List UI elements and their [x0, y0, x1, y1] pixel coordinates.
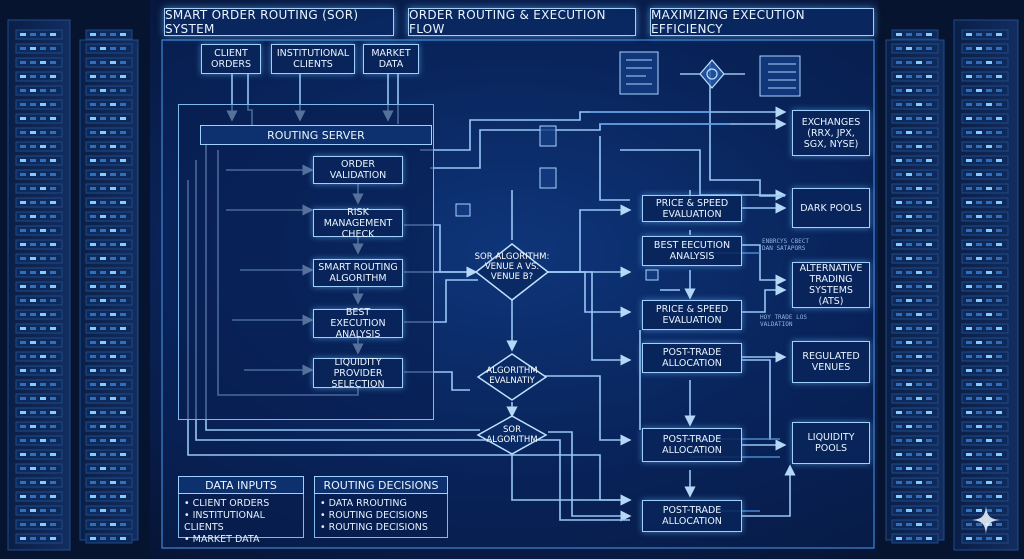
- header-efficiency: Maximizing Execution Efficiency: [650, 8, 874, 36]
- routing-decisions-list: Data Rrouting Routing Decisions Routing …: [320, 498, 448, 534]
- data-inputs-title: Data Inputs: [178, 476, 304, 494]
- step-smart-routing: Smart Routing Algorithm: [313, 259, 403, 287]
- routing-decisions-item: Routing Decisions: [320, 510, 448, 522]
- step-liquidity-provider: Liquidity Provider Selection: [313, 357, 403, 390]
- decision-sor-label: SOR Algorithm: Venue A vs. Venue B?: [474, 252, 550, 282]
- eval-post-trade-1: Post-Trade Allocation: [642, 343, 742, 373]
- input-institutional-clients: Institutional Clients: [271, 44, 355, 74]
- network-hub-icon: [680, 59, 745, 89]
- header-sor-system: Smart Order Routing (SOR) System: [164, 8, 394, 36]
- routing-decisions-title: Routing Decisions: [314, 476, 448, 494]
- decision-sor-2-label: SOR Algorithm: [486, 425, 538, 445]
- routing-server-title: Routing Server: [200, 125, 432, 145]
- venue-dark-pools: Dark Pools: [792, 188, 870, 228]
- data-inputs-item: Client Orders: [184, 498, 304, 510]
- step-risk-management: Risk Management Check: [313, 207, 403, 240]
- server-rack-left: [0, 0, 150, 559]
- eval-price-speed-2: Price & Speed Evaluation: [642, 300, 742, 330]
- venue-exchanges: Exchanges (RRX, JPX, SGX, NYSE): [792, 110, 870, 156]
- input-client-orders: Client Orders: [201, 44, 261, 74]
- data-inputs-list: Client Orders Institutional Clients Mark…: [184, 498, 304, 546]
- eval-post-trade-3: Post-Trade Allocation: [642, 500, 742, 532]
- eval-best-execution: Best Eecution Analysis: [642, 236, 742, 266]
- routing-decisions-item: Routing Decisions: [320, 522, 448, 534]
- input-market-data: Market Data: [363, 44, 419, 74]
- server-rack-right: [878, 0, 1024, 559]
- data-inputs-item: Institutional Clients: [184, 510, 304, 534]
- decision-diamond-algorithm: [476, 353, 548, 401]
- step-order-validation: Order Validation: [313, 156, 403, 184]
- step-best-execution: Best Execution Analysis: [313, 307, 403, 340]
- decision-diamond-sor: [474, 243, 550, 301]
- sparkle-logo-icon: [972, 506, 1000, 534]
- venue-liquidity-pools: Liquidity Pools: [792, 422, 870, 464]
- eval-price-speed-1: Price & Speed Evaluation: [642, 195, 742, 222]
- decision-algorithm-label: Algorithm Evalnatiy: [486, 366, 538, 386]
- document-icons: [455, 51, 801, 281]
- venue-ats: Alternative Trading Systems (ATS): [792, 262, 870, 308]
- header-routing-flow: Order Routing & Execution Flow: [408, 8, 636, 36]
- data-inputs-item: Market Data: [184, 534, 304, 546]
- routing-decisions-item: Data Rrouting: [320, 498, 448, 510]
- decision-diamond-sor-2: [476, 415, 548, 455]
- annotation-note-1: Enbrcys Cbect Dan Satapors: [762, 238, 809, 252]
- annotation-note-2: Hoy Trade Los Valdation: [760, 314, 807, 328]
- venue-regulated: Regulated Venues: [792, 341, 870, 383]
- eval-post-trade-2: Post-Trade Allocation: [642, 428, 742, 462]
